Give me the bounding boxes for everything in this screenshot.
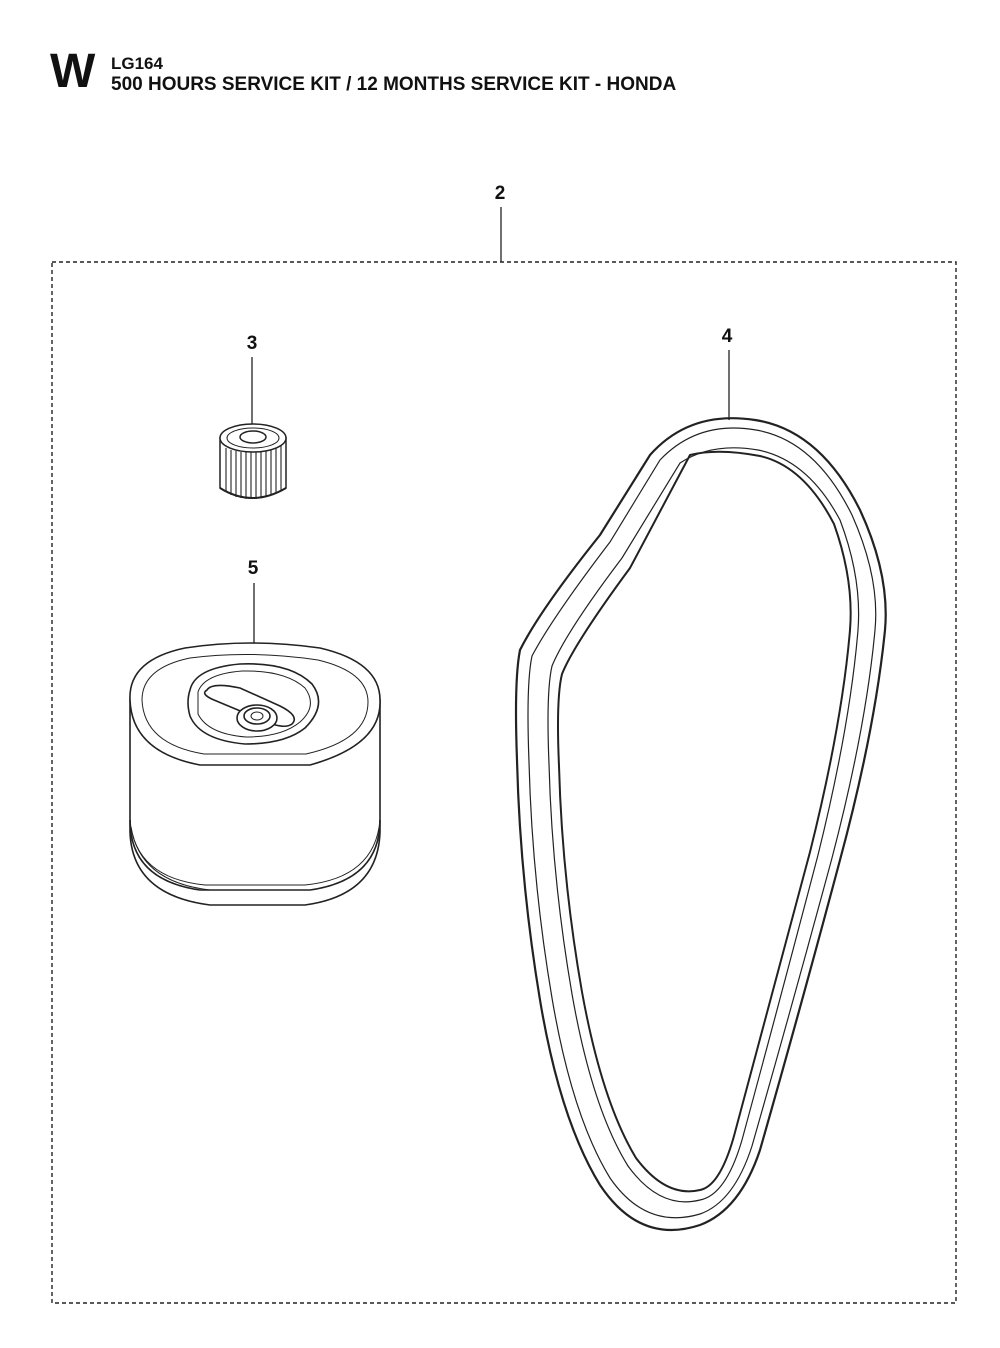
callout-label-kit: 2 — [495, 183, 506, 204]
callout-belt[interactable]: 4 — [722, 326, 733, 420]
callout-label-air-filter: 5 — [248, 558, 259, 579]
model-number: LG164 — [111, 54, 163, 73]
kit-boundary-dashed — [51, 261, 957, 1304]
callout-label-fuel-filter: 3 — [247, 333, 258, 354]
callout-label-belt: 4 — [722, 326, 733, 347]
belt-part — [514, 417, 887, 1232]
page-title: 500 HOURS SERVICE KIT / 12 MONTHS SERVIC… — [111, 74, 677, 95]
callout-kit[interactable]: 2 — [495, 183, 506, 262]
callout-air-filter[interactable]: 5 — [248, 558, 259, 643]
callout-fuel-filter[interactable]: 3 — [247, 333, 258, 428]
air-filter-part — [129, 642, 381, 906]
fuel-filter-part — [219, 423, 287, 499]
page-header: W LG164 500 HOURS SERVICE KIT / 12 MONTH… — [0, 0, 1000, 110]
section-letter: W — [50, 45, 95, 98]
